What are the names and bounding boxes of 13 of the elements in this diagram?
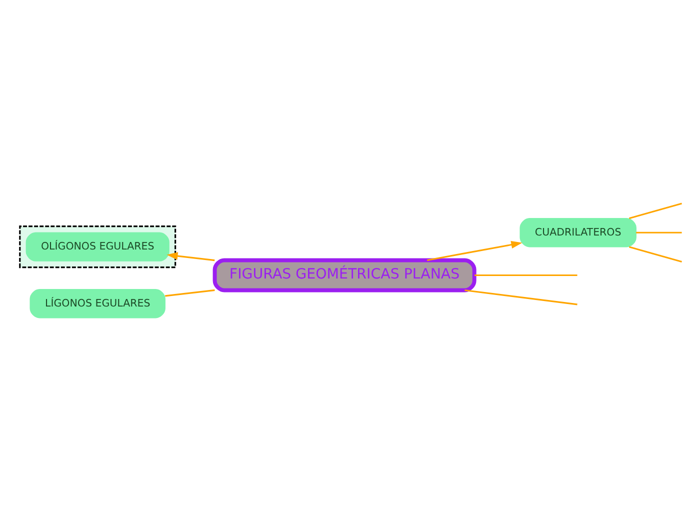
node-box: FIGURAS GEOMÉTRICAS PLANAS xyxy=(212,258,476,292)
node-box: OLÍGONOS EGULARES xyxy=(26,232,170,261)
connector xyxy=(474,274,578,276)
node-box: CUADRILATEROS xyxy=(520,218,636,247)
connector xyxy=(628,202,682,219)
cluster xyxy=(19,225,176,268)
connector xyxy=(636,231,682,233)
node-box: LÍGONOS EGULARES xyxy=(30,288,166,318)
arrow xyxy=(426,240,522,260)
connector xyxy=(165,288,215,296)
connector xyxy=(464,288,578,305)
arrow xyxy=(166,252,215,261)
connector xyxy=(628,246,682,262)
